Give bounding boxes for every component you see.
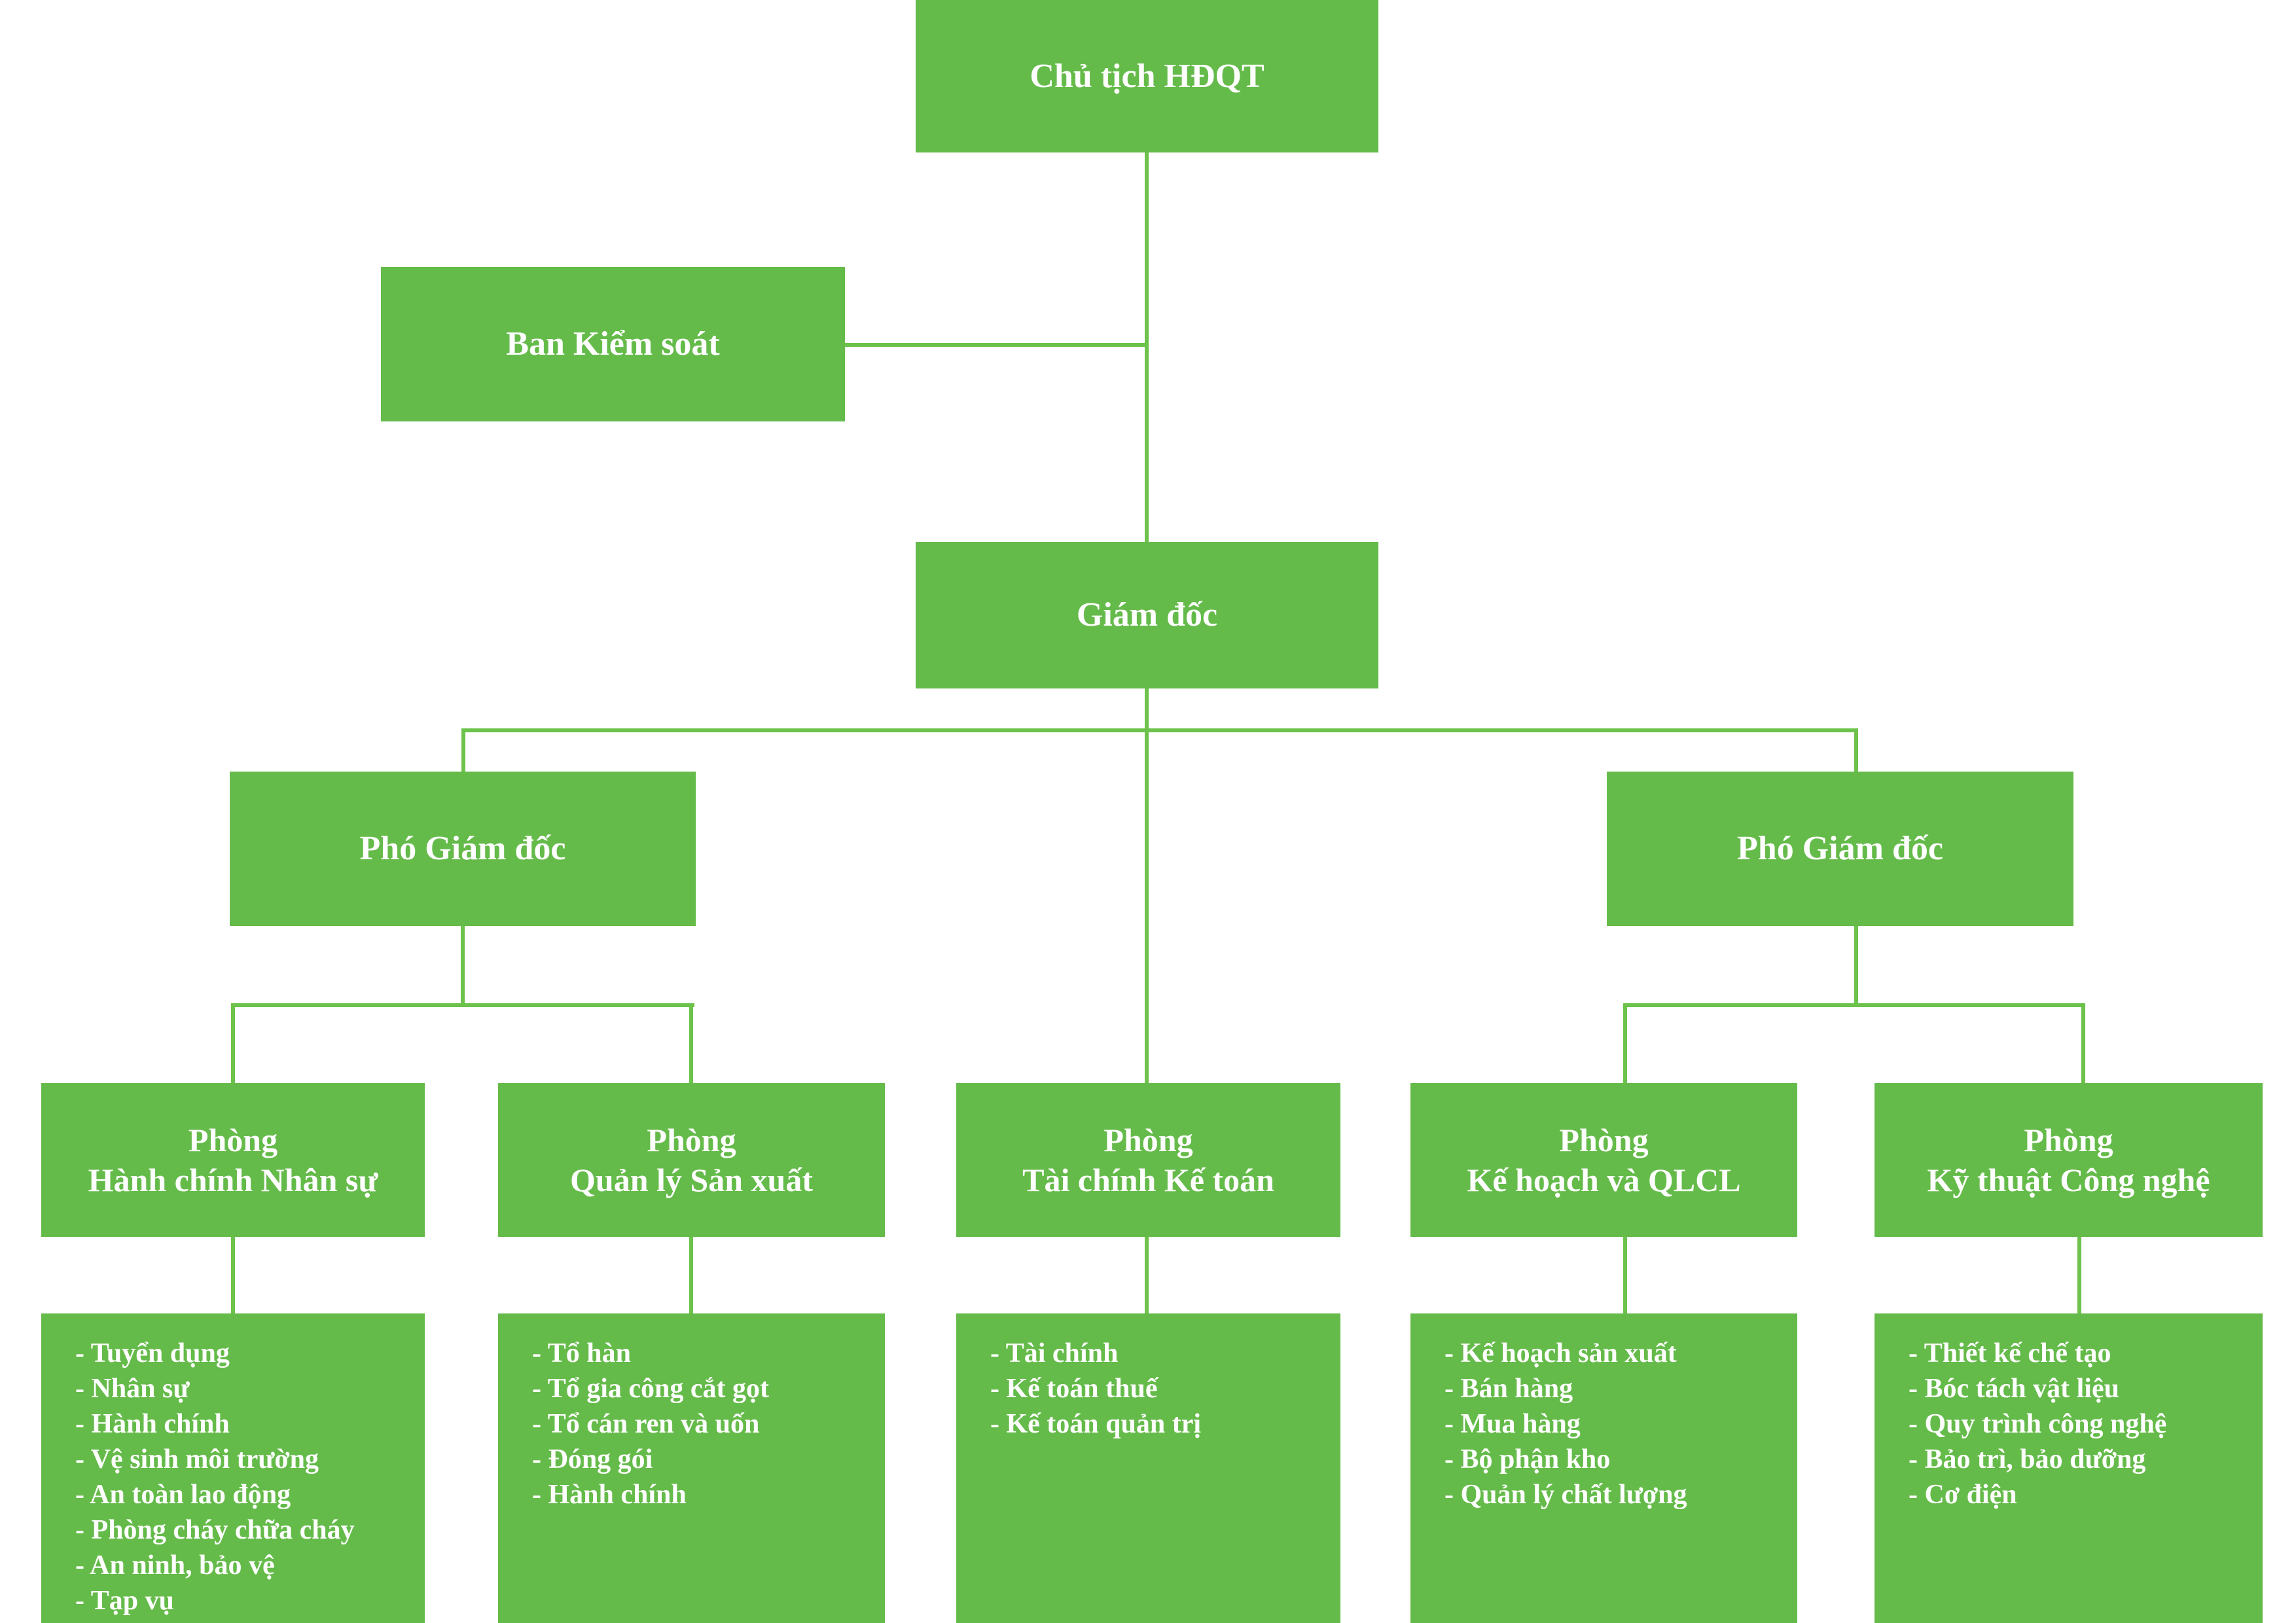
node-director: Giám đốc xyxy=(916,542,1378,688)
dept-title-line1: Phòng xyxy=(1559,1121,1649,1158)
dept-units-quan-ly-san-xuat: - Tổ hàn - Tổ gia công cắt gọt - Tổ cán re… xyxy=(498,1313,885,1623)
unit-item: - Hành chính xyxy=(75,1409,230,1439)
node-supervisory-board-label: Ban Kiểm soát xyxy=(506,325,720,363)
dept-title-line1: Phòng xyxy=(2024,1121,2113,1158)
connector-deputy-right-down xyxy=(1854,926,1858,1007)
unit-item: - Tạp vụ xyxy=(75,1586,174,1616)
dept-title-line2: Tài chính Kế toán xyxy=(1022,1161,1274,1198)
connector-main-horizontal xyxy=(461,728,1858,732)
dept-header-hanh-chinh-nhan-su: Phòng Hành chính Nhân sự xyxy=(41,1083,425,1237)
node-deputy-left-label: Phó Giám đốc xyxy=(359,830,566,867)
connector-drop-deputy-left xyxy=(461,728,465,772)
dept-title-line1: Phòng xyxy=(188,1121,278,1158)
unit-item: - Bộ phận kho xyxy=(1444,1444,1611,1474)
unit-item: - Tổ gia công cắt gọt xyxy=(532,1374,770,1404)
connector-drop-dept-4 xyxy=(1623,1003,1627,1084)
node-deputy-director-right: Phó Giám đốc xyxy=(1607,772,2073,926)
connector-drop-dept-5 xyxy=(2081,1003,2085,1084)
connector-dept2-units xyxy=(689,1237,693,1315)
unit-item: - Hành chính xyxy=(532,1480,687,1510)
node-chairman-label: Chủ tịch HĐQT xyxy=(1030,57,1265,95)
connector-dept1-units xyxy=(231,1237,235,1315)
node-director-label: Giám đốc xyxy=(1076,596,1218,633)
unit-item: - Quy trình công nghệ xyxy=(1909,1409,2167,1439)
unit-item: - An ninh, bảo vệ xyxy=(75,1550,275,1580)
unit-item: - Tài chính xyxy=(990,1338,1119,1368)
dept-title-line1: Phòng xyxy=(1103,1121,1193,1158)
unit-item: - Bán hàng xyxy=(1444,1374,1573,1404)
connector-split-right xyxy=(1623,1003,2085,1007)
connector-dept5-units xyxy=(2077,1237,2081,1315)
unit-item: - Vệ sinh môi trường xyxy=(75,1444,319,1474)
unit-item: - An toàn lao động xyxy=(75,1480,291,1510)
node-deputy-director-left: Phó Giám đốc xyxy=(230,772,696,926)
unit-item: - Bảo trì, bảo dưỡng xyxy=(1909,1444,2146,1474)
dept-title-line2: Hành chính Nhân sự xyxy=(88,1161,378,1198)
unit-item: - Phòng cháy chữa cháy xyxy=(75,1515,355,1545)
dept-title-line1: Phòng xyxy=(647,1121,736,1158)
unit-item: - Quản lý chất lượng xyxy=(1444,1480,1687,1510)
dept-units-ke-hoach-va-qlcl: - Kế hoạch sản xuất - Bán hàng - Mua hàng -… xyxy=(1410,1313,1797,1623)
connector-drop-deputy-right xyxy=(1854,728,1858,772)
dept-header-ke-hoach-va-qlcl: Phòng Kế hoạch và QLCL xyxy=(1410,1083,1797,1237)
node-chairman: Chủ tịch HĐQT xyxy=(916,0,1378,152)
connector-split-left xyxy=(231,1003,694,1007)
unit-item: - Tổ hàn xyxy=(532,1338,631,1368)
unit-item: - Mua hàng xyxy=(1444,1409,1581,1439)
dept-header-ky-thuat-cong-nghe: Phòng Kỹ thuật Công nghệ xyxy=(1874,1083,2263,1237)
connector-drop-dept-1 xyxy=(231,1003,235,1084)
connector-dept4-units xyxy=(1623,1237,1627,1315)
dept-title-line2: Kỹ thuật Công nghệ xyxy=(1927,1161,2210,1198)
unit-item: - Tuyển dụng xyxy=(75,1338,230,1368)
unit-item: - Kế hoạch sản xuất xyxy=(1444,1338,1677,1368)
node-deputy-right-label: Phó Giám đốc xyxy=(1737,830,1943,867)
connector-chairman-director xyxy=(1145,152,1149,543)
connector-deputy-left-down xyxy=(461,926,465,1007)
dept-title-line2: Kế hoạch và QLCL xyxy=(1467,1161,1741,1198)
connector-director-down xyxy=(1145,688,1149,1084)
unit-item: - Kế toán thuế xyxy=(990,1374,1158,1404)
unit-item: - Kế toán quản trị xyxy=(990,1409,1202,1439)
unit-item: - Đóng gói xyxy=(532,1444,653,1474)
dept-header-quan-ly-san-xuat: Phòng Quản lý Sản xuất xyxy=(498,1083,885,1237)
dept-units-tai-chinh-ke-toan: - Tài chính - Kế toán thuế - Kế toán quản … xyxy=(956,1313,1340,1623)
dept-title-line2: Quản lý Sản xuất xyxy=(570,1161,813,1198)
dept-units-ky-thuat-cong-nghe: - Thiết kế chế tạo - Bóc tách vật liệu - Q… xyxy=(1874,1313,2263,1623)
node-supervisory-board: Ban Kiểm soát xyxy=(381,267,845,421)
unit-item: - Bóc tách vật liệu xyxy=(1909,1374,2119,1404)
unit-item: - Cơ điện xyxy=(1909,1480,2017,1510)
dept-units-hanh-chinh-nhan-su: - Tuyển dụng - Nhân sự - Hành chính - Vệ si… xyxy=(41,1313,425,1623)
connector-dept3-units xyxy=(1145,1237,1149,1315)
unit-item: - Tổ cán ren và uốn xyxy=(532,1409,760,1439)
connector-drop-dept-2 xyxy=(689,1003,693,1084)
connector-supervisory-board xyxy=(845,343,1147,347)
unit-item: - Nhân sự xyxy=(75,1374,190,1404)
unit-item: - Thiết kế chế tạo xyxy=(1909,1338,2111,1368)
dept-header-tai-chinh-ke-toan: Phòng Tài chính Kế toán xyxy=(956,1083,1340,1237)
